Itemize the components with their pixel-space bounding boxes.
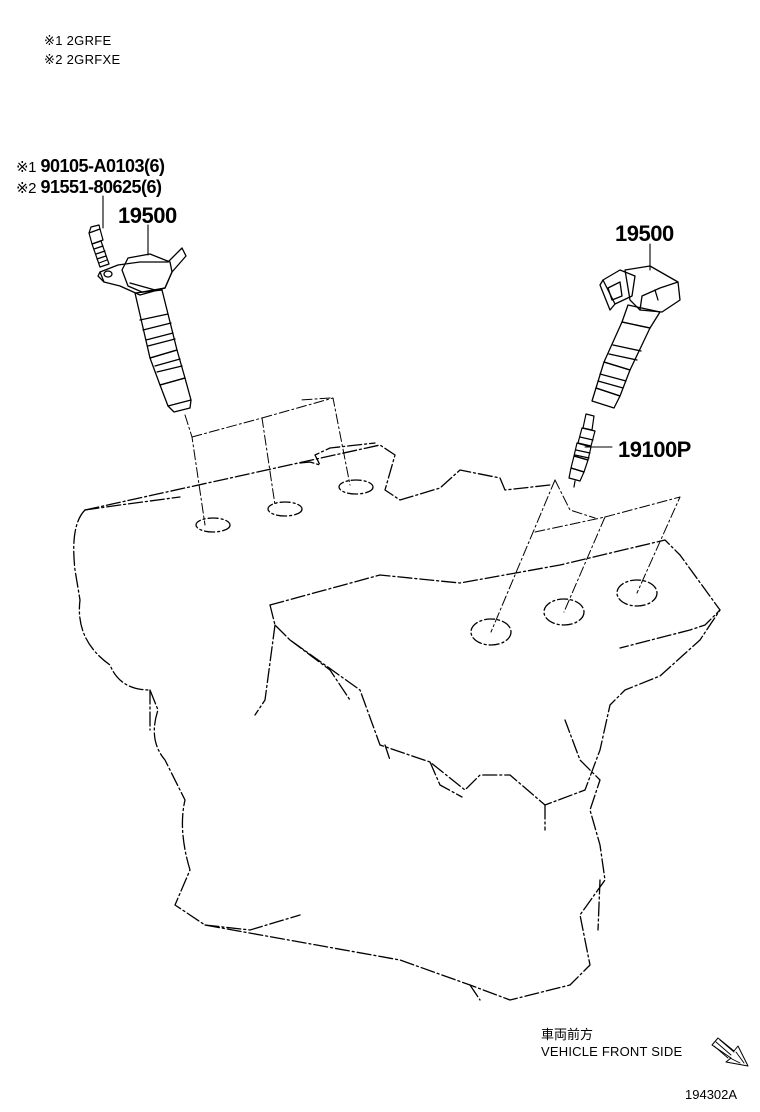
engine-outline <box>73 442 721 1001</box>
part-label-bolt-2[interactable]: ※2 91551-80625(6) <box>16 177 162 198</box>
legend-text: 2GRFXE <box>66 52 121 67</box>
front-direction-arrow-icon <box>711 1037 749 1067</box>
bolt-2-qty: (6) <box>141 177 162 197</box>
legend-mark: ※1 <box>44 33 63 48</box>
part-label-ignition-coil-right[interactable]: 19500 <box>615 221 674 246</box>
part-label-ignition-coil-left[interactable]: 19500 <box>118 203 177 228</box>
bolt-icon <box>88 224 110 268</box>
alignment-lines <box>184 397 681 633</box>
part-label-bolt-1[interactable]: ※1 90105-A0103(6) <box>16 156 165 177</box>
legend-item-2grfxe: ※2 2GRFXE <box>44 52 120 68</box>
figure-id: 194302A <box>685 1087 738 1102</box>
legend-item-2grfe: ※1 2GRFE <box>44 33 112 49</box>
bolt-1-number: 90105-A0103 <box>40 156 145 176</box>
bolt-2-number: 91551-80625 <box>40 177 142 197</box>
bolt-2-mark: ※2 <box>16 180 36 197</box>
legend-text: 2GRFE <box>66 33 112 48</box>
label-leaders <box>102 195 651 448</box>
spark-plug-holes <box>195 479 658 646</box>
ignition-coil-right-icon <box>591 265 681 409</box>
spark-plug-icon <box>568 413 596 488</box>
vehicle-front-side-label: VEHICLE FRONT SIDE <box>541 1044 683 1059</box>
ignition-coil-left-icon <box>97 247 192 413</box>
bolt-1-qty: (6) <box>144 156 165 176</box>
legend-mark: ※2 <box>44 52 63 67</box>
vehicle-front-side-label-jp: 車両前方 <box>541 1028 594 1043</box>
part-label-spark-plug[interactable]: 19100P <box>618 437 691 462</box>
bolt-1-mark: ※1 <box>16 159 36 176</box>
